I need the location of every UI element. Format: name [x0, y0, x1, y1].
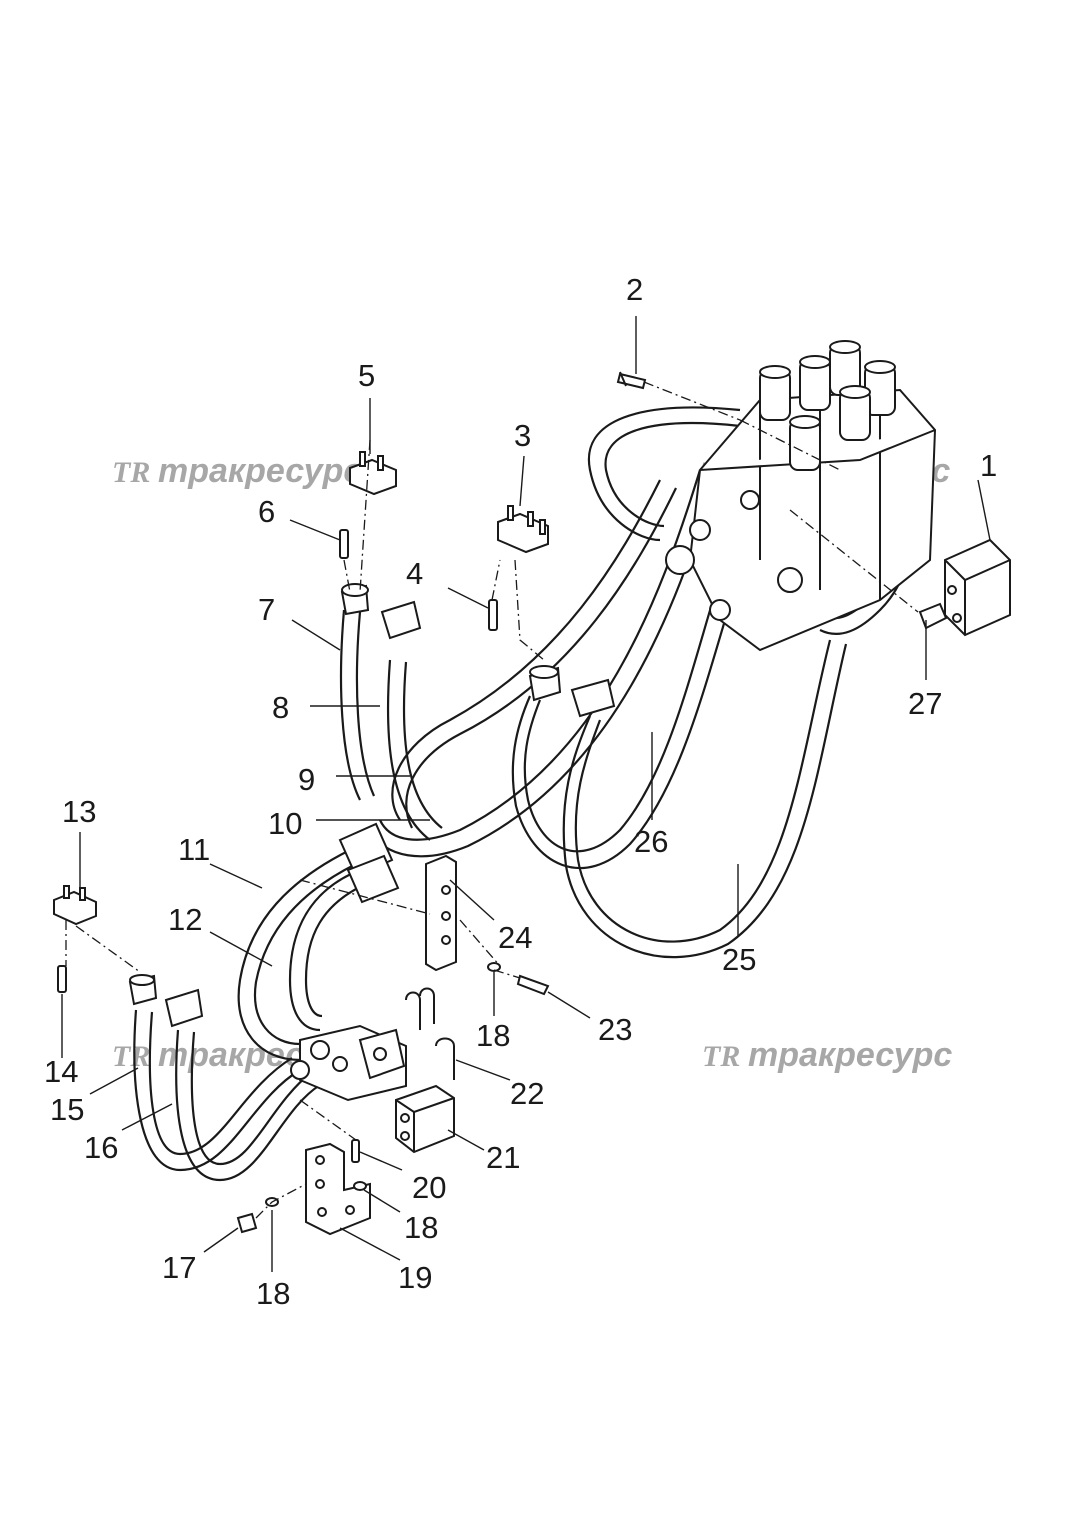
hose-top-loop-inner [604, 422, 741, 528]
hose-9-inner [405, 487, 677, 829]
control-valve-block [665, 340, 937, 652]
callout-8: 8 [272, 690, 289, 725]
callout-2: 2 [626, 272, 643, 307]
callout-18-right: 18 [404, 1210, 438, 1245]
hose-11-inner [253, 863, 357, 1046]
bracket-19 [305, 1142, 371, 1236]
callout-18-top: 18 [476, 1018, 510, 1053]
hose-26 [523, 519, 742, 853]
bolt-23 [516, 974, 550, 996]
hose-10-inner [369, 475, 718, 858]
hose-12-inner [304, 882, 367, 1018]
watermark-logo: TR [702, 1040, 740, 1073]
hose-group [133, 406, 911, 1182]
hose-8-inner [402, 661, 443, 829]
washer-18-top [487, 962, 501, 972]
flange-3 [497, 505, 549, 554]
washer-18-right [353, 1181, 367, 1191]
watermark-logo: TR [112, 1040, 150, 1073]
callout-11: 11 [178, 832, 210, 867]
block-21 [395, 1084, 455, 1154]
callout-6: 6 [258, 494, 275, 529]
callout-18-bottom: 18 [256, 1276, 290, 1311]
flange-5 [349, 451, 397, 496]
hose-7-inner [355, 611, 376, 797]
watermark-brand: тракресурс [748, 1036, 952, 1074]
callout-5: 5 [358, 358, 375, 393]
callout-24: 24 [498, 920, 532, 955]
callout-26: 26 [634, 824, 668, 859]
flange-plate-mid [358, 1028, 406, 1080]
callout-10: 10 [268, 806, 302, 841]
callout-19: 19 [398, 1260, 432, 1295]
callout-25: 25 [722, 942, 756, 977]
hose-25-inner [562, 643, 848, 959]
fitting-27 [918, 602, 948, 630]
callout-15: 15 [50, 1092, 84, 1127]
callout-13: 13 [62, 794, 96, 829]
hose-15-inner [148, 1011, 293, 1156]
watermark-bottom-right: TR тракресурс [702, 1036, 952, 1074]
cover-plate-1 [944, 538, 1011, 637]
hose-12 [288, 868, 361, 1032]
hose-16-inner [190, 1031, 313, 1166]
bolt-2 [616, 371, 647, 390]
hose-top-loop [587, 406, 741, 542]
callout-17: 17 [162, 1250, 196, 1285]
callout-9: 9 [298, 762, 315, 797]
bolt-14 [57, 965, 67, 993]
bolt-20 [351, 1139, 360, 1163]
hose-7 [339, 609, 361, 801]
callout-14: 14 [44, 1054, 78, 1089]
hose-15 [133, 1009, 301, 1172]
hose-26-inner [511, 525, 758, 870]
flange-13 [53, 885, 97, 926]
callout-22: 22 [510, 1076, 544, 1111]
callout-20: 20 [412, 1170, 446, 1205]
hose-8 [386, 659, 431, 841]
watermark-brand: тракресурс [158, 452, 362, 490]
callout-3: 3 [514, 418, 531, 453]
callout-21: 21 [486, 1140, 520, 1175]
hose-16 [175, 1029, 321, 1182]
watermark-logo: TR [112, 456, 150, 489]
leader-lines [61, 316, 991, 1272]
hose-25 [574, 639, 832, 943]
callout-27: 27 [908, 686, 942, 721]
assembly-lines [65, 381, 919, 1219]
callout-4: 4 [406, 556, 423, 591]
bolt-6 [339, 529, 349, 559]
plug-17 [236, 1212, 258, 1234]
callouts: 1 2 3 4 5 6 7 8 9 10 11 12 13 14 15 16 1… [44, 272, 997, 1311]
callout-23: 23 [598, 1012, 632, 1047]
callout-16: 16 [84, 1130, 118, 1165]
callout-7: 7 [258, 592, 275, 627]
hose-11 [237, 849, 351, 1062]
hose-end-fittings [128, 583, 616, 1028]
callout-12: 12 [168, 902, 202, 937]
callout-1: 1 [980, 448, 997, 483]
watermark-top-left: TR тракресурс [112, 452, 362, 490]
bracket-24 [425, 854, 457, 972]
bolt-4 [488, 599, 498, 631]
u-bolt-22 [405, 987, 455, 1080]
